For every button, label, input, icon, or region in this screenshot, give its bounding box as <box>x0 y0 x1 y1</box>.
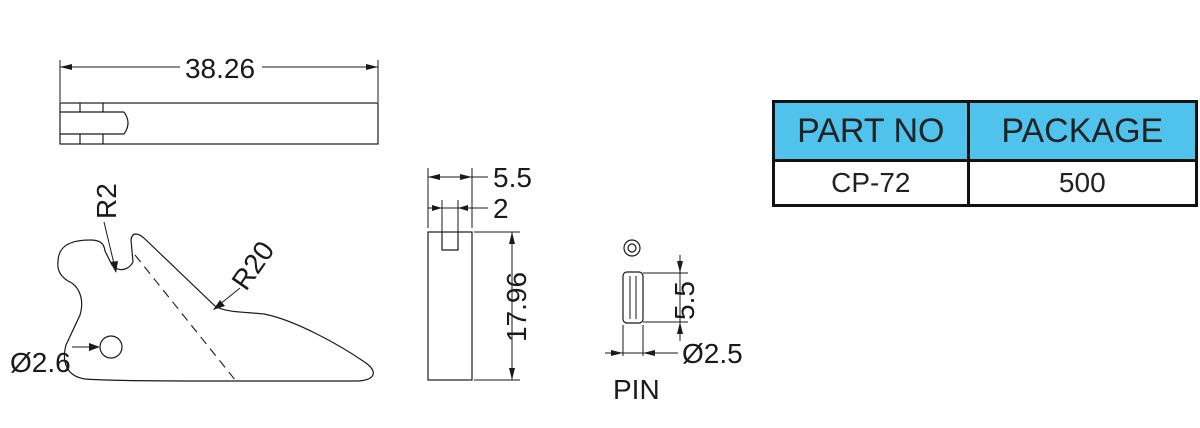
front-view: Ø2.6 R2 R20 <box>10 183 374 382</box>
dim-bend-radius: R2 <box>91 183 122 219</box>
dim-side-height: 17.96 <box>501 272 532 342</box>
side-view: 5.5 2 17.96 <box>427 162 532 381</box>
header-package: PACKAGE <box>966 100 1199 162</box>
spec-table: PART NO PACKAGE CP-72 500 <box>772 100 1199 207</box>
header-part-no: PART NO <box>772 100 970 162</box>
dim-pin-length: 5.5 <box>669 281 700 320</box>
pin-label: PIN <box>613 374 660 405</box>
dim-side-width: 5.5 <box>493 162 532 193</box>
table-row: CP-72 500 <box>772 159 1199 207</box>
dim-curve-radius: R20 <box>226 236 281 296</box>
cell-package: 500 <box>966 159 1199 207</box>
dim-pin-diameter: Ø2.5 <box>682 338 743 369</box>
pin-view: 5.5 Ø2.5 PIN <box>605 239 743 405</box>
table-header-row: PART NO PACKAGE <box>772 100 1199 162</box>
dim-slot-width: 2 <box>493 193 509 224</box>
dim-hole-diameter: Ø2.6 <box>10 347 71 378</box>
top-view: 38.26 <box>59 53 379 145</box>
dim-total-length: 38.26 <box>185 53 255 84</box>
cell-part-no: CP-72 <box>772 159 970 207</box>
